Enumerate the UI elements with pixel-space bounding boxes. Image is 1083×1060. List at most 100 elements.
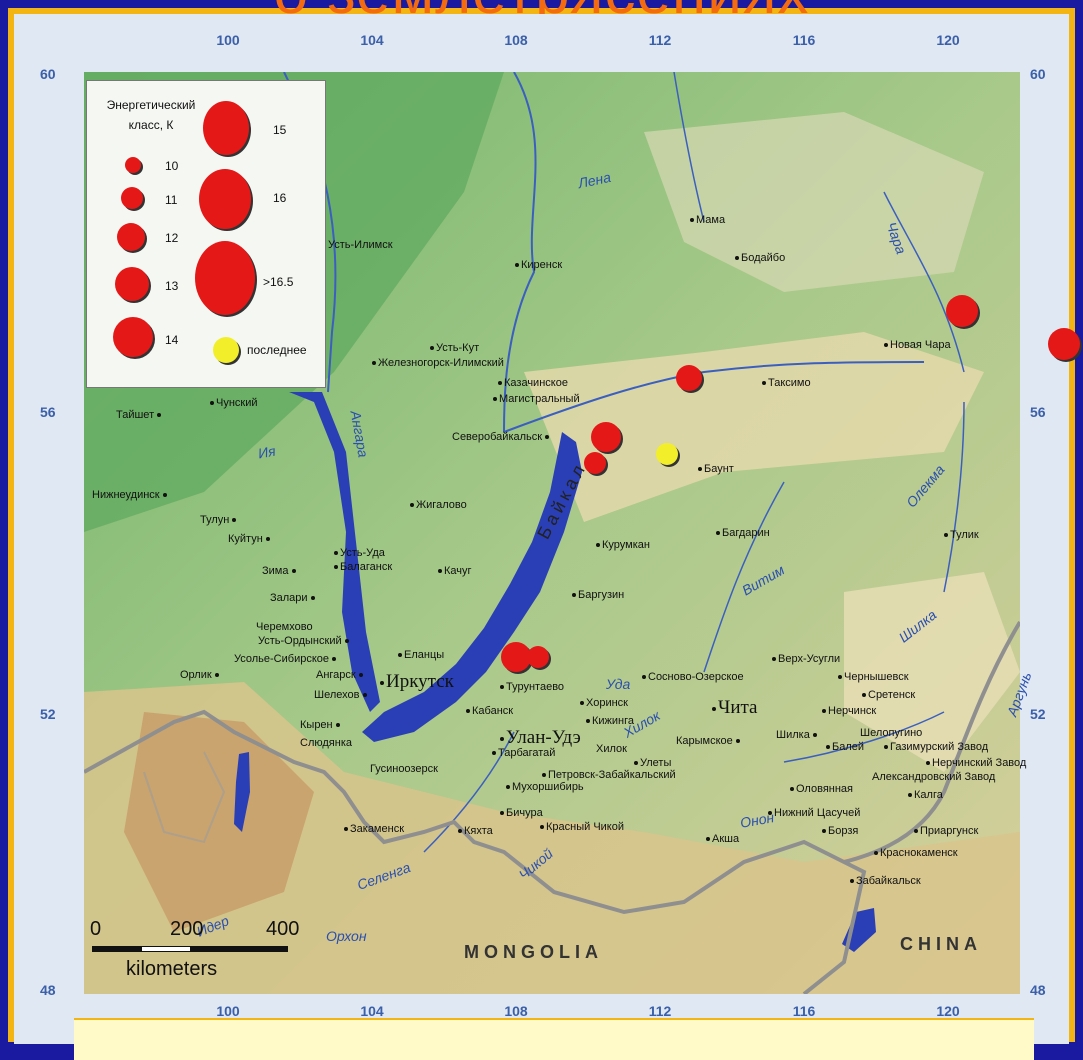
- lon-tick: 104: [360, 1003, 384, 1019]
- lat-tick: 56: [1030, 404, 1046, 420]
- lon-tick: 108: [504, 32, 528, 48]
- city-label: Качуг: [438, 566, 472, 577]
- country-label: MONGOLIA: [464, 942, 603, 962]
- city-label: Еланцы: [398, 650, 444, 661]
- city-label: Чита: [712, 698, 757, 717]
- lake-baikal: [362, 432, 582, 742]
- lat-tick: 60: [1030, 66, 1046, 82]
- city-label: Зима: [262, 566, 298, 577]
- scale-mid: 200: [170, 918, 204, 940]
- scale-unit: kilometers: [126, 958, 218, 980]
- legend-circle-14: [113, 317, 153, 357]
- city-label: Верх-Усугли: [772, 654, 840, 665]
- lon-tick: 104: [360, 32, 384, 48]
- legend-label: 15: [273, 123, 287, 137]
- legend-label: 16: [273, 191, 287, 205]
- scale-bar: 0 200 400 kilometers: [90, 914, 310, 984]
- city-label: Калга: [908, 790, 943, 801]
- city-label: Баргузин: [572, 590, 624, 601]
- earthquake-marker: [526, 646, 549, 669]
- city-label: Бичура: [500, 808, 543, 819]
- city-label: Кижинга: [586, 716, 634, 727]
- city-label: Борзя: [822, 826, 858, 837]
- city-label: Таксимо: [762, 378, 811, 389]
- legend-label: последнее: [247, 343, 307, 357]
- legend-label: 11: [165, 193, 178, 207]
- city-label: Петровск-Забайкальский: [542, 770, 676, 781]
- city-label: Оловянная: [790, 784, 853, 795]
- legend-circle-16: [199, 169, 251, 229]
- legend-circle-11: [121, 187, 143, 209]
- country-label: CHINA: [900, 934, 982, 954]
- city-label: Шилка: [776, 730, 819, 741]
- earthquake-marker-last: [656, 443, 679, 466]
- legend-label: 10: [165, 159, 179, 173]
- earthquake-marker: [946, 294, 979, 327]
- lat-tick: 60: [40, 66, 56, 82]
- city-label: Нерчинск: [822, 706, 876, 717]
- city-label: Иркутск: [380, 672, 454, 691]
- city-label: Хоринск: [580, 698, 628, 709]
- earthquake-marker: [591, 422, 621, 453]
- earthquake-marker: [501, 642, 531, 673]
- city-label: Кырен: [300, 720, 342, 731]
- lat-tick: 52: [1030, 706, 1046, 722]
- city-label: Тарбагатай: [492, 748, 555, 759]
- city-label: Северобайкальск: [452, 432, 551, 443]
- city-label: Бодайбо: [735, 253, 785, 264]
- city-label: Усть-Кут: [430, 343, 479, 354]
- city-label: Залари: [270, 593, 317, 604]
- city-label: Балаганск: [334, 562, 392, 573]
- city-label: Куйтун: [228, 534, 272, 545]
- city-label: Мухоршибирь: [506, 782, 584, 793]
- lon-tick: 112: [648, 32, 672, 48]
- city-label: Забайкальск: [850, 876, 921, 887]
- earthquake-marker: [1048, 328, 1080, 361]
- city-label: Ангарск: [316, 670, 365, 681]
- legend-circle-16-5: [195, 241, 255, 315]
- city-label: Тайшет: [116, 410, 163, 421]
- lon-tick: 116: [792, 32, 816, 48]
- city-label: Черемхово: [256, 621, 313, 633]
- city-label: Улан-Удэ: [500, 728, 581, 747]
- city-label: Чернышевск: [838, 672, 909, 683]
- legend-label: 14: [165, 333, 179, 347]
- city-label: Багдарин: [716, 528, 770, 539]
- river-label: Ия: [256, 442, 277, 462]
- city-label: Жигалово: [410, 500, 467, 511]
- city-label: Сретенск: [862, 690, 915, 701]
- city-label: Мама: [690, 215, 725, 226]
- legend-circle-last: [213, 337, 239, 363]
- lat-tick: 48: [1030, 982, 1046, 998]
- lon-tick: 120: [936, 32, 960, 48]
- city-label: Слюдянка: [300, 737, 352, 749]
- city-label: Шелехов: [314, 690, 369, 701]
- city-label: Приаргунск: [914, 826, 978, 837]
- city-label: Нижнеудинск: [92, 490, 169, 501]
- city-label: Казачинское: [498, 378, 568, 389]
- city-label: Шелопугино: [860, 727, 923, 739]
- city-label: Чунский: [210, 398, 258, 409]
- city-label: Усолье-Сибирское: [234, 654, 338, 665]
- city-label: Улеты: [634, 758, 671, 769]
- lon-tick: 112: [648, 1003, 672, 1019]
- city-label: Краснокаменск: [874, 848, 958, 859]
- city-label: Турунтаево: [500, 682, 564, 693]
- city-label: Нижний Цасучей: [768, 808, 860, 819]
- city-label: Тулун: [200, 515, 238, 526]
- lon-tick: 116: [792, 1003, 816, 1019]
- lat-tick: 56: [40, 404, 56, 420]
- city-label: Орлик: [180, 670, 221, 681]
- city-label: Сосново-Озерское: [642, 672, 744, 683]
- legend-circle-15: [203, 101, 249, 155]
- legend-circle-12: [117, 223, 145, 251]
- river-label: Орхон: [326, 928, 367, 944]
- city-label: Магистральный: [493, 394, 580, 405]
- city-label: Хилок: [596, 743, 627, 755]
- city-label: Киренск: [515, 260, 562, 271]
- legend-label: 12: [165, 231, 179, 245]
- legend-circle-13: [115, 267, 149, 301]
- city-label: Усть-Ордынский: [258, 636, 351, 647]
